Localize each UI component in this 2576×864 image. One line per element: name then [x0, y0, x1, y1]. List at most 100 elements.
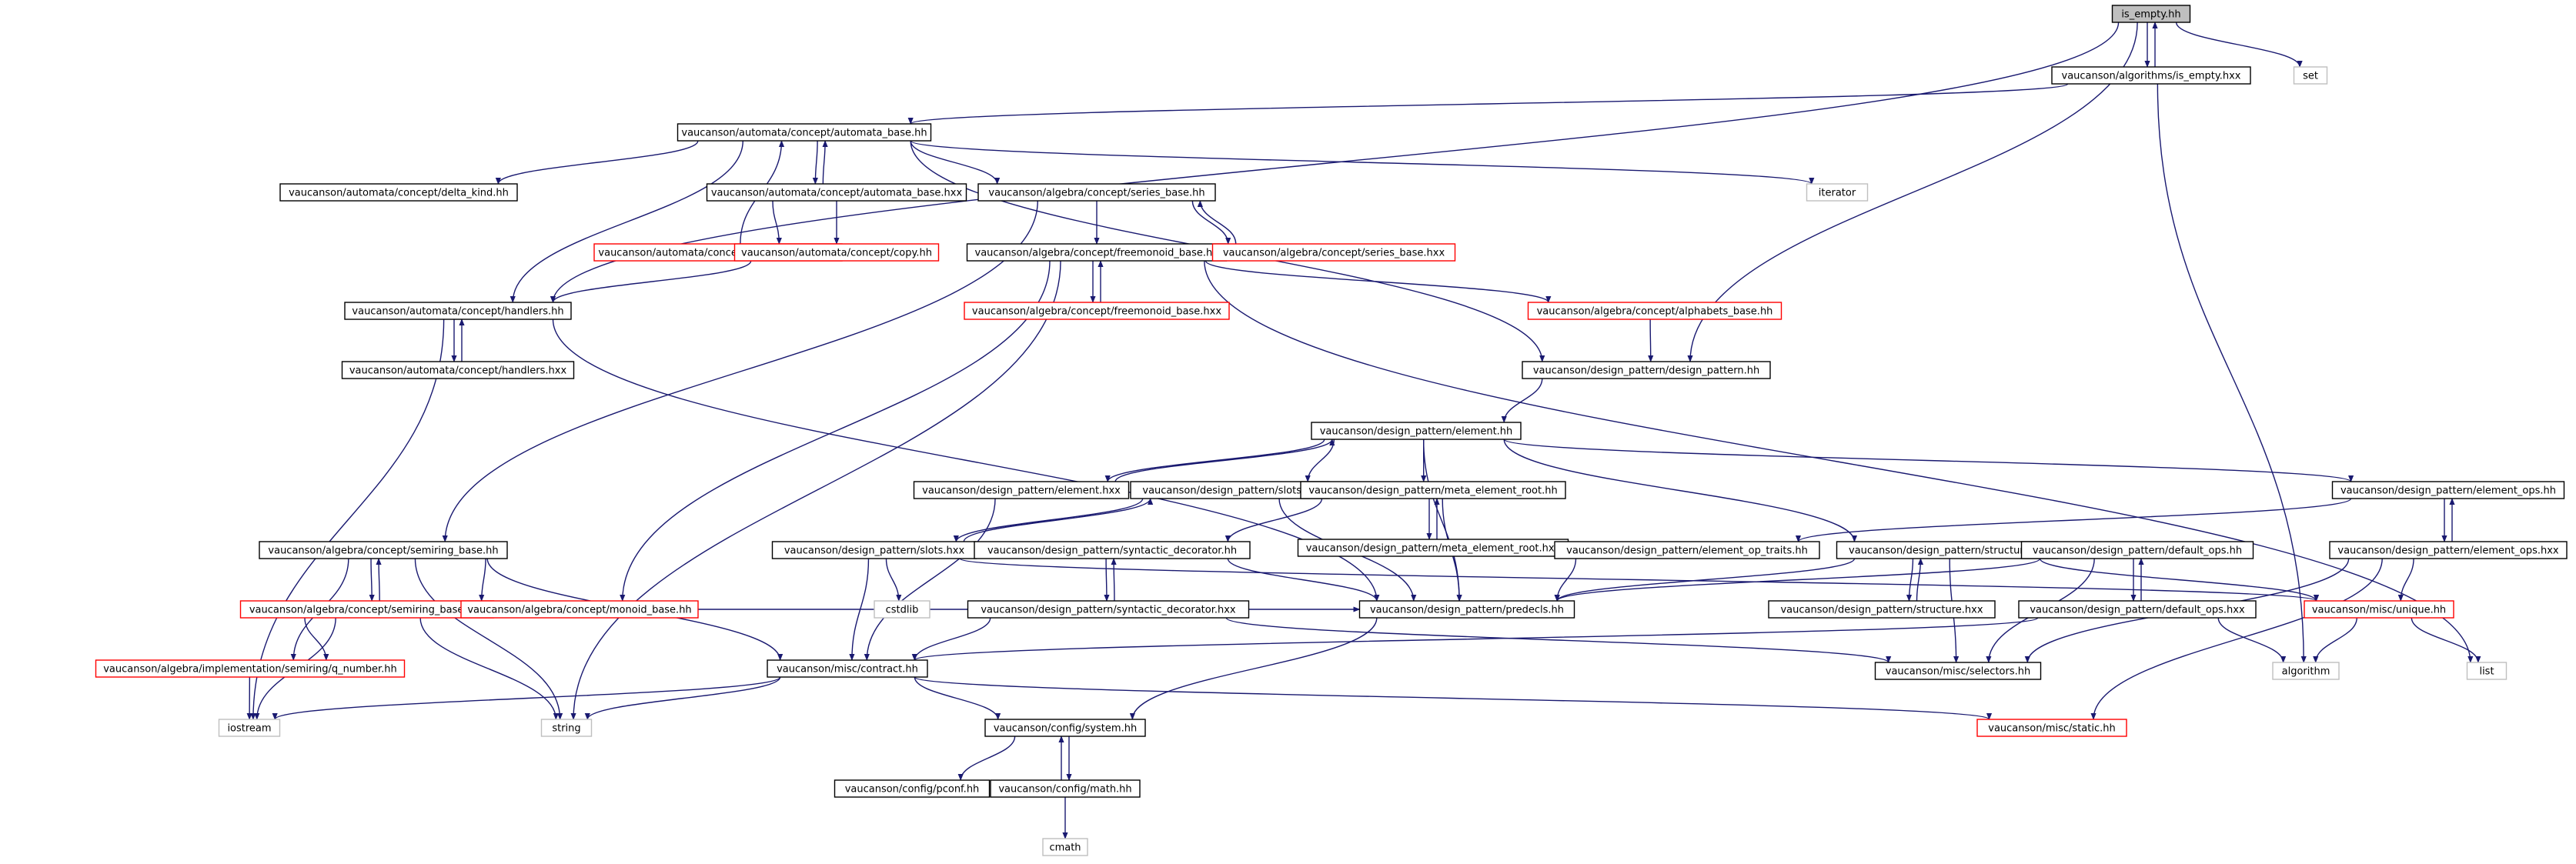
node-iostream[interactable]: iostream: [218, 719, 281, 737]
node-syntactic-decorator-hh[interactable]: vaucanson/design_pattern/syntactic_decor…: [974, 541, 1251, 559]
edge-automata-base-hh-to-delta-kind: [495, 140, 699, 185]
node-slots-hxx[interactable]: vaucanson/design_pattern/slots.hxx: [771, 541, 977, 559]
edge-unique-hh-to-algorithm: [2313, 617, 2357, 663]
node-contract-hh[interactable]: vaucanson/misc/contract.hh: [767, 659, 928, 678]
node-pconf-hh[interactable]: vaucanson/config/pconf.hh: [834, 779, 991, 798]
node-meta-element-root-hxx[interactable]: vaucanson/design_pattern/meta_element_ro…: [1297, 539, 1569, 557]
node-math-hh[interactable]: vaucanson/config/math.hh: [990, 779, 1141, 798]
node-box: [706, 183, 967, 202]
node-label: list: [2479, 666, 2494, 678]
node-handlers-hh[interactable]: vaucanson/automata/concept/handlers.hh: [344, 302, 572, 320]
node-cmath[interactable]: cmath: [1042, 838, 1088, 856]
edge-element-hh-to-element-hxx: [1104, 439, 1325, 482]
edge-automata-base-hxx-to-automata-ops: [772, 200, 782, 245]
edge-freemonoid-base-hh-to-monoid-base: [620, 260, 1051, 602]
node-freemonoid-base-hxx[interactable]: vaucanson/algebra/concept/freemonoid_bas…: [964, 302, 1230, 320]
node-handlers-hxx[interactable]: vaucanson/automata/concept/handlers.hxx: [341, 361, 575, 379]
node-element-hxx[interactable]: vaucanson/design_pattern/element.hxx: [913, 481, 1130, 499]
edge-syntactic-decorator-hxx-to-selectors-hh: [1225, 617, 1892, 663]
node-element-ops-hxx[interactable]: vaucanson/design_pattern/element_ops.hxx: [2329, 541, 2568, 559]
node-series-base-hxx[interactable]: vaucanson/algebra/concept/series_base.hx…: [1211, 243, 1456, 262]
node-box: [1554, 541, 1820, 559]
node-predecls[interactable]: vaucanson/design_pattern/predecls.hh: [1358, 600, 1575, 619]
edge-series-base-hxx-to-series-base-hh: [1197, 200, 1237, 245]
node-label: vaucanson/misc/unique.hh: [2312, 605, 2446, 616]
node-box: [974, 541, 1251, 559]
edge-element-op-traits-to-predecls: [1554, 558, 1577, 602]
edge-element-hh-to-element-ops-hh: [1503, 439, 2354, 482]
node-element-ops-hh[interactable]: vaucanson/design_pattern/element_ops.hh: [2331, 481, 2565, 499]
node-alphabets-base[interactable]: vaucanson/algebra/concept/alphabets_base…: [1527, 302, 1782, 320]
edge-unique-hh-to-list: [2411, 617, 2481, 663]
node-box: [984, 719, 1146, 737]
node-box: [2329, 541, 2568, 559]
node-automata-base-hxx[interactable]: vaucanson/automata/concept/automata_base…: [706, 183, 967, 202]
node-structure-hh[interactable]: vaucanson/design_pattern/structure.hh: [1836, 541, 2059, 559]
node-system-hh[interactable]: vaucanson/config/system.hh: [984, 719, 1146, 737]
node-box: [2272, 662, 2340, 680]
node-box: [1211, 243, 1456, 262]
node-element-hh[interactable]: vaucanson/design_pattern/element.hh: [1311, 422, 1522, 440]
node-box: [2293, 66, 2328, 85]
node-label: vaucanson/misc/contract.hh: [777, 664, 918, 676]
node-algorithm[interactable]: algorithm: [2272, 662, 2340, 680]
node-box: [2111, 5, 2191, 23]
node-freemonoid-base-hh[interactable]: vaucanson/algebra/concept/freemonoid_bas…: [966, 243, 1228, 262]
node-semiring-base-hh[interactable]: vaucanson/algebra/concept/semiring_base.…: [259, 541, 508, 559]
node-string[interactable]: string: [540, 719, 593, 737]
node-label: vaucanson/automata/concept/delta_kind.hh: [289, 188, 509, 199]
node-box: [2331, 481, 2565, 499]
node-design-pattern-hh[interactable]: vaucanson/design_pattern/design_pattern.…: [1522, 361, 1771, 379]
node-copy-hh[interactable]: vaucanson/automata/concept/copy.hh: [733, 243, 940, 262]
node-series-base-hh[interactable]: vaucanson/algebra/concept/series_base.hh: [977, 183, 1216, 202]
node-box: [834, 779, 991, 798]
edge-design-pattern-hh-to-element-hh: [1501, 378, 1543, 423]
node-element-op-traits[interactable]: vaucanson/design_pattern/element_op_trai…: [1554, 541, 1820, 559]
node-label: vaucanson/design_pattern/element_ops.hxx: [2337, 545, 2559, 557]
node-syntactic-decorator-hxx[interactable]: vaucanson/design_pattern/syntactic_decor…: [967, 600, 1250, 619]
node-label: vaucanson/design_pattern/slots.hxx: [784, 545, 965, 557]
node-default-ops-hh[interactable]: vaucanson/design_pattern/default_ops.hh: [2020, 541, 2254, 559]
node-selectors-hh[interactable]: vaucanson/misc/selectors.hh: [1874, 662, 2042, 680]
node-label: iostream: [227, 723, 271, 735]
node-label: vaucanson/automata/concept/copy.hh: [741, 248, 932, 259]
node-label: set: [2303, 71, 2318, 82]
edge-element-ops-hh-to-element-op-traits: [1796, 498, 2352, 542]
node-automata-base-hh[interactable]: vaucanson/automata/concept/automata_base…: [677, 123, 932, 142]
node-box: [1042, 838, 1088, 856]
node-default-ops-hxx[interactable]: vaucanson/design_pattern/default_ops.hxx: [2018, 600, 2257, 619]
node-is-empty-hh[interactable]: is_empty.hh: [2111, 5, 2191, 23]
edge-freemonoid-base-hh-to-string: [570, 260, 1061, 720]
node-static-hh[interactable]: vaucanson/misc/static.hh: [1976, 719, 2127, 737]
node-label: cstdlib: [886, 605, 919, 616]
node-cstdlib[interactable]: cstdlib: [874, 600, 931, 619]
node-label: vaucanson/algebra/concept/freemonoid_bas…: [975, 248, 1219, 259]
edge-element-hh-to-slots-hh: [1305, 439, 1335, 482]
node-q-number[interactable]: vaucanson/algebra/implementation/semirin…: [95, 659, 406, 678]
node-list[interactable]: list: [2466, 662, 2508, 680]
edge-contract-hh-to-system-hh: [914, 676, 1001, 720]
node-slots-hh[interactable]: vaucanson/design_pattern/slots.hh: [1130, 481, 1330, 499]
node-box: [1300, 481, 1566, 499]
edge-structure-hh-to-structure-hxx: [1906, 558, 1914, 602]
node-structure-hxx[interactable]: vaucanson/design_pattern/structure.hxx: [1768, 600, 1996, 619]
node-label: vaucanson/algebra/concept/freemonoid_bas…: [972, 306, 1221, 318]
node-label: vaucanson/design_pattern/structure.hxx: [1780, 605, 1983, 616]
edge-structure-hh-to-predecls: [1554, 558, 1856, 602]
node-label: vaucanson/automata/concept/automata_base…: [681, 128, 927, 139]
node-monoid-base[interactable]: vaucanson/algebra/concept/monoid_base.hh: [460, 600, 699, 619]
node-meta-element-root-hh[interactable]: vaucanson/design_pattern/meta_element_ro…: [1300, 481, 1566, 499]
node-label: string: [552, 723, 580, 735]
node-delta-kind[interactable]: vaucanson/automata/concept/delta_kind.hh: [279, 183, 518, 202]
edge-element-ops-hxx-to-static-hh: [2090, 558, 2383, 720]
node-label: vaucanson/design_pattern/slots.hh: [1142, 485, 1317, 497]
node-label: vaucanson/algebra/concept/monoid_base.hh: [467, 605, 691, 616]
node-iterator[interactable]: iterator: [1806, 183, 1869, 202]
edge-syntactic-decorator-hxx-to-contract-hh: [911, 617, 991, 661]
node-label: vaucanson/algorithms/is_empty.hxx: [2062, 71, 2241, 82]
node-set[interactable]: set: [2293, 66, 2328, 85]
node-semiring-base-hxx[interactable]: vaucanson/algebra/concept/semiring_base.…: [239, 600, 495, 619]
node-unique-hh[interactable]: vaucanson/misc/unique.hh: [2304, 600, 2454, 619]
node-is-empty-hxx[interactable]: vaucanson/algorithms/is_empty.hxx: [2051, 66, 2251, 85]
